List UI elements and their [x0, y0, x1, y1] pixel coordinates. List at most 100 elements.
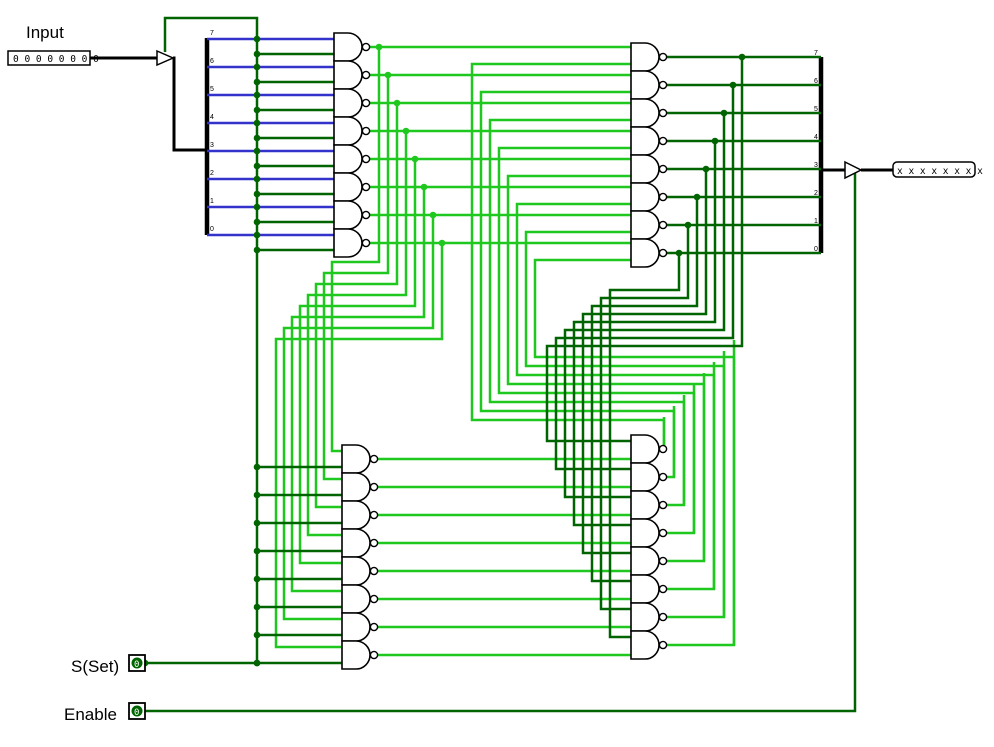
in-split-bit-5: 5	[210, 86, 214, 93]
set-bottom-junction-4	[253, 575, 261, 583]
br-out-up-6	[667, 351, 726, 619]
bottom-left-nand-3-bubble	[369, 538, 379, 548]
feedback-bright-5	[515, 202, 716, 589]
in-split-bit-2: 2	[210, 170, 214, 177]
in-split-bit-3: 3	[210, 142, 214, 149]
bottom-right-nand-2-body	[630, 490, 660, 520]
input-pin-value: 0 0 0 0 0 0 0 0	[13, 54, 99, 65]
bottom-right-nand-0-body	[630, 434, 660, 464]
bottom-left-nand-1-body	[341, 472, 371, 502]
in-split-bit-4: 4	[210, 114, 214, 121]
set-top-junction-6	[253, 218, 261, 226]
bottom-right-nand-5-bubble	[658, 584, 668, 594]
data-junction-2	[253, 91, 261, 99]
top-left-nand-0-body	[333, 32, 363, 62]
data-junction-1	[253, 63, 261, 71]
q-feedback-2	[563, 113, 726, 499]
data-junction-6	[253, 203, 261, 211]
top-to-bottom-4	[298, 159, 417, 565]
set-top-junction-3	[253, 134, 261, 142]
bottom-right-nand-0-bubble	[658, 444, 668, 454]
bottom-left-nand-2-body	[341, 500, 371, 530]
top-left-nand-1-bubble	[361, 70, 371, 80]
input-label: Input	[26, 23, 64, 42]
wire-layer	[90, 16, 893, 713]
in-split-bit-0: 0	[210, 226, 214, 233]
top-left-nand-4-body	[333, 144, 363, 174]
top-left-nand-7-body	[333, 228, 363, 258]
bottom-right-nand-1-bubble	[658, 472, 668, 482]
bottom-left-nand-3-body	[341, 528, 371, 558]
feedback-bright-2	[488, 118, 686, 505]
top-left-nand-0-bubble	[361, 42, 371, 52]
top-right-nand-1-bubble	[658, 80, 668, 90]
set-pin-value: 0	[134, 660, 139, 670]
bottom-left-nand-6-bubble	[369, 622, 379, 632]
top-left-nand-4-bubble	[361, 154, 371, 164]
top-right-nand-4-bubble	[658, 164, 668, 174]
top-left-nand-1-body	[333, 60, 363, 90]
bottom-right-nand-7-body	[630, 630, 660, 660]
component-layer: Input 0 0 0 0 0 0 0 0 x x x x x x x x S(…	[7, 23, 983, 724]
top-right-nand-5-body	[630, 182, 660, 212]
bottom-right-nand-4-bubble	[658, 556, 668, 566]
set-bottom-junction-5	[253, 603, 261, 611]
top-left-nand-5-bubble	[361, 182, 371, 192]
in-split-bit-7: 7	[210, 30, 214, 37]
top-right-nand-1-body	[630, 70, 660, 100]
feedback-bright-0	[470, 62, 666, 449]
data-junction-5	[253, 175, 261, 183]
input-buffer	[156, 49, 175, 67]
out-split-bit-0: 0	[814, 246, 818, 253]
output-pin-value: x x x x x x x x	[897, 166, 983, 177]
set-bottom-junction-0	[253, 463, 261, 471]
enable-label: Enable	[64, 705, 117, 724]
bottom-right-nand-3-body	[630, 518, 660, 548]
out-split-bit-7: 7	[814, 50, 818, 57]
top-left-nand-6-body	[333, 200, 363, 230]
feedback-bright-4	[506, 174, 706, 561]
top-right-nand-7-body	[630, 238, 660, 268]
q-feedback-7	[608, 253, 681, 639]
top-left-nand-5-body	[333, 172, 363, 202]
out-split-bit-5: 5	[814, 106, 818, 113]
set-pin-indicator	[131, 657, 143, 669]
bottom-left-nand-5-body	[341, 584, 371, 614]
top-right-nand-5-bubble	[658, 192, 668, 202]
top-to-bottom-5	[290, 187, 426, 593]
q-feedback-5	[590, 197, 699, 583]
output-buffer	[844, 160, 863, 180]
set-top-junction-0	[253, 50, 261, 58]
top-right-nand-2-bubble	[658, 108, 668, 118]
top-right-nand-4-body	[630, 154, 660, 184]
q-feedback-4	[581, 169, 708, 555]
data-junction-4	[253, 147, 261, 155]
top-right-nand-0-bubble	[658, 52, 668, 62]
set-top-junction-7	[253, 246, 261, 254]
bottom-left-nand-4-bubble	[369, 566, 379, 576]
data-junction-7	[253, 231, 261, 239]
top-to-bottom-6	[282, 215, 435, 621]
set-bottom-junction-6	[253, 631, 261, 639]
set-top-junction-4	[253, 162, 261, 170]
bottom-left-nand-2-bubble	[369, 510, 379, 520]
feedback-bright-1	[479, 90, 676, 477]
top-left-nand-7-bubble	[361, 238, 371, 248]
set-bottom-junction-7	[253, 659, 261, 667]
bottom-right-nand-3-bubble	[658, 528, 668, 538]
top-right-nand-6-bubble	[658, 220, 668, 230]
bottom-right-nand-4-body	[630, 546, 660, 576]
set-top-junction-2	[253, 106, 261, 114]
output-splitter-labels: 7 6 5 4 3 2 1 0	[814, 50, 818, 253]
bottom-left-nand-7-body	[341, 640, 371, 670]
set-top-junction-5	[253, 190, 261, 198]
out-split-bit-4: 4	[814, 134, 818, 141]
output-pin[interactable]	[892, 161, 976, 178]
top-right-nand-0-body	[630, 42, 660, 72]
input-pin[interactable]	[7, 50, 91, 66]
data-junction-0	[253, 35, 261, 43]
top-right-nand-3-bubble	[658, 136, 668, 146]
bottom-right-nand-6-body	[630, 602, 660, 632]
top-right-nand-3-body	[630, 126, 660, 156]
